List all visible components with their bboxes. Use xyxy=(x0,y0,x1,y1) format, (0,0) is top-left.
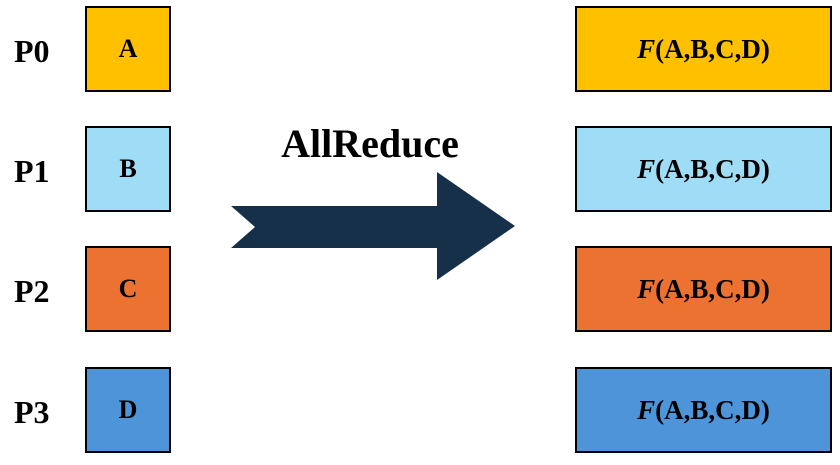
output-box-p1: F(A,B,C,D) xyxy=(575,126,832,212)
output-box-p3: F(A,B,C,D) xyxy=(575,367,832,453)
process-label-p0: P0 xyxy=(14,33,50,69)
output-box-p0: F(A,B,C,D) xyxy=(575,6,832,92)
output-box-p2: F(A,B,C,D) xyxy=(575,246,832,332)
input-box-p3: D xyxy=(85,367,171,453)
process-label-p2: P2 xyxy=(14,273,50,309)
output-fn-p1: F xyxy=(637,153,656,184)
output-args-p3: (A,B,C,D) xyxy=(655,394,770,425)
input-box-p0: A xyxy=(85,6,171,92)
arrow-icon-svg xyxy=(231,172,515,280)
input-box-p1: B xyxy=(85,126,171,212)
output-fn-p0: F xyxy=(637,33,656,64)
arrow-icon xyxy=(205,168,525,290)
input-value-p2: C xyxy=(118,274,138,303)
output-fn-p3: F xyxy=(637,394,656,425)
input-box-p2: C xyxy=(85,246,171,332)
input-value-p3: D xyxy=(118,395,138,424)
output-args-p1: (A,B,C,D) xyxy=(655,153,770,184)
output-args-p0: (A,B,C,D) xyxy=(655,33,770,64)
operation-label: AllReduce xyxy=(281,121,459,166)
output-args-p2: (A,B,C,D) xyxy=(655,273,770,304)
input-value-p1: B xyxy=(119,154,137,183)
process-label-p1: P1 xyxy=(14,153,50,189)
output-fn-p2: F xyxy=(637,273,656,304)
input-value-p0: A xyxy=(118,34,138,63)
process-label-p3: P3 xyxy=(14,394,50,430)
arrow-shape xyxy=(231,172,515,280)
